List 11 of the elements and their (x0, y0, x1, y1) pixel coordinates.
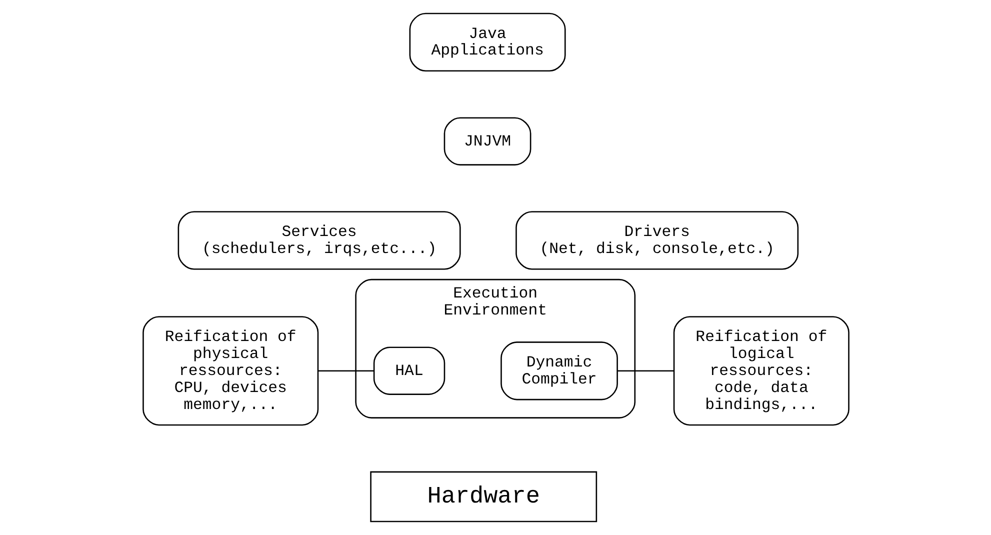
node-box: JNJVM (443, 117, 531, 166)
connector (318, 370, 374, 372)
node-box: HAL (372, 346, 445, 395)
node-box: Services (schedulers, irqs,etc...) (177, 211, 460, 270)
node-box: Drivers (Net, disk, console,etc.) (515, 211, 798, 270)
node-box: Dynamic Compiler (500, 342, 618, 400)
node-box: Hardware (370, 471, 597, 522)
node-box: Reification of logical ressources: code, data bindings,... (672, 316, 849, 426)
node-box: Reification of physical ressources: CPU, devices memory,... (142, 316, 318, 426)
node-box: Java Applications (408, 12, 566, 72)
connector (616, 370, 674, 372)
